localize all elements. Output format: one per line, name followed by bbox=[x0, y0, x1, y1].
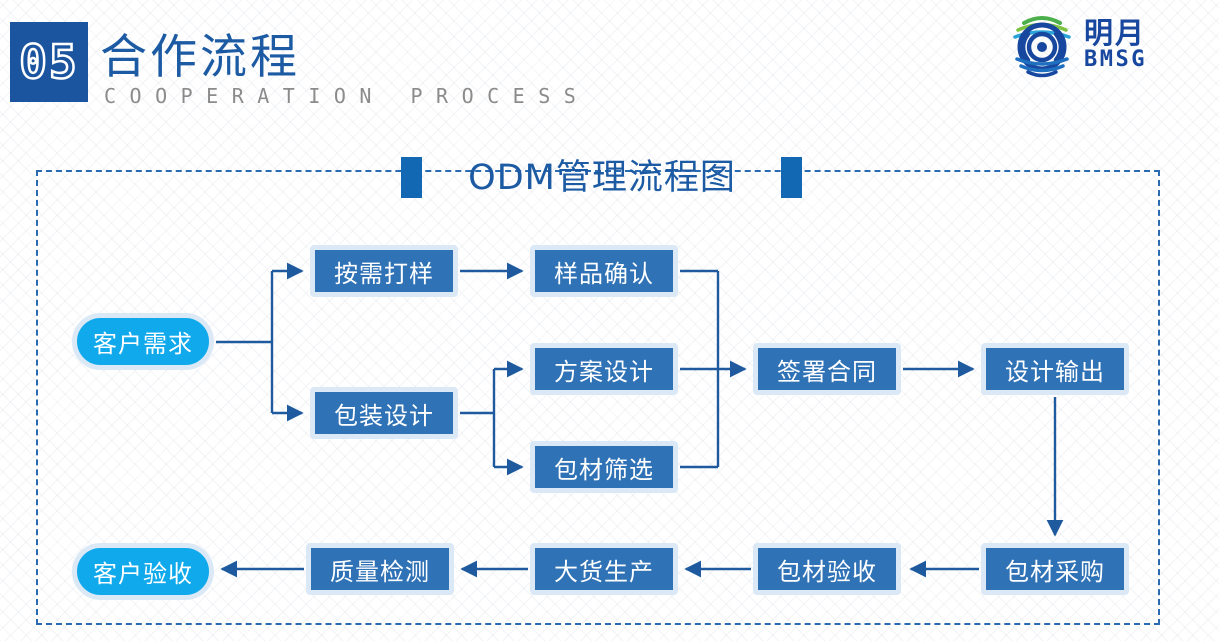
diagram-title: ODM管理流程图 bbox=[468, 158, 736, 198]
flow-node-quality-check[interactable]: 质量检测 bbox=[306, 543, 454, 595]
brand-logo: 明月 BMSG bbox=[1006, 14, 1211, 80]
flow-node-label: 方案设计 bbox=[554, 357, 654, 386]
brand-name-cn: 明月 bbox=[1084, 16, 1147, 50]
section-number-badge: 05 bbox=[10, 22, 88, 102]
flow-node-label: 质量检测 bbox=[330, 557, 430, 586]
flow-node-material-purchase[interactable]: 包材采购 bbox=[981, 543, 1129, 595]
page-subtitle: COOPERATION PROCESS bbox=[104, 84, 590, 108]
flow-node-bulk-production[interactable]: 大货生产 bbox=[530, 543, 678, 595]
flow-node-scheme-design[interactable]: 方案设计 bbox=[530, 343, 678, 395]
flow-node-label: 大货生产 bbox=[554, 557, 654, 586]
diagram-title-group: ODM管理流程图 bbox=[0, 141, 1219, 203]
flow-node-sample-confirm[interactable]: 样品确认 bbox=[530, 245, 678, 297]
flow-node-label: 样品确认 bbox=[554, 259, 654, 288]
flow-node-label: 包材验收 bbox=[777, 557, 877, 586]
flow-node-package-design[interactable]: 包装设计 bbox=[310, 387, 458, 439]
section-number: 05 bbox=[18, 34, 79, 91]
flow-node-sign-contract[interactable]: 签署合同 bbox=[753, 343, 901, 395]
flow-node-design-output[interactable]: 设计输出 bbox=[981, 343, 1129, 395]
title-accent-bar-left bbox=[401, 157, 422, 198]
flow-node-label: 客户需求 bbox=[93, 330, 193, 358]
flow-node-label: 按需打样 bbox=[334, 259, 434, 288]
flow-node-label: 包材筛选 bbox=[554, 455, 654, 484]
brand-name-en: BMSG bbox=[1084, 47, 1147, 72]
flow-node-material-accept[interactable]: 包材验收 bbox=[753, 543, 901, 595]
flow-node-label: 包装设计 bbox=[334, 401, 434, 430]
flow-node-customer-demand[interactable]: 客户需求 bbox=[72, 313, 214, 370]
flow-node-label: 客户验收 bbox=[93, 560, 193, 588]
flow-node-label: 签署合同 bbox=[777, 357, 877, 386]
title-accent-bar-right bbox=[781, 157, 802, 198]
flow-node-label: 包材采购 bbox=[1005, 557, 1105, 586]
globe-emblem-icon bbox=[1013, 16, 1071, 78]
flow-node-material-select[interactable]: 包材筛选 bbox=[530, 441, 678, 493]
diagram-frame bbox=[36, 170, 1160, 625]
flow-node-label: 设计输出 bbox=[1005, 357, 1105, 386]
page-title: 合作流程 bbox=[100, 30, 300, 85]
flow-node-customer-accept[interactable]: 客户验收 bbox=[72, 543, 214, 600]
flow-node-sampling[interactable]: 按需打样 bbox=[310, 245, 458, 297]
